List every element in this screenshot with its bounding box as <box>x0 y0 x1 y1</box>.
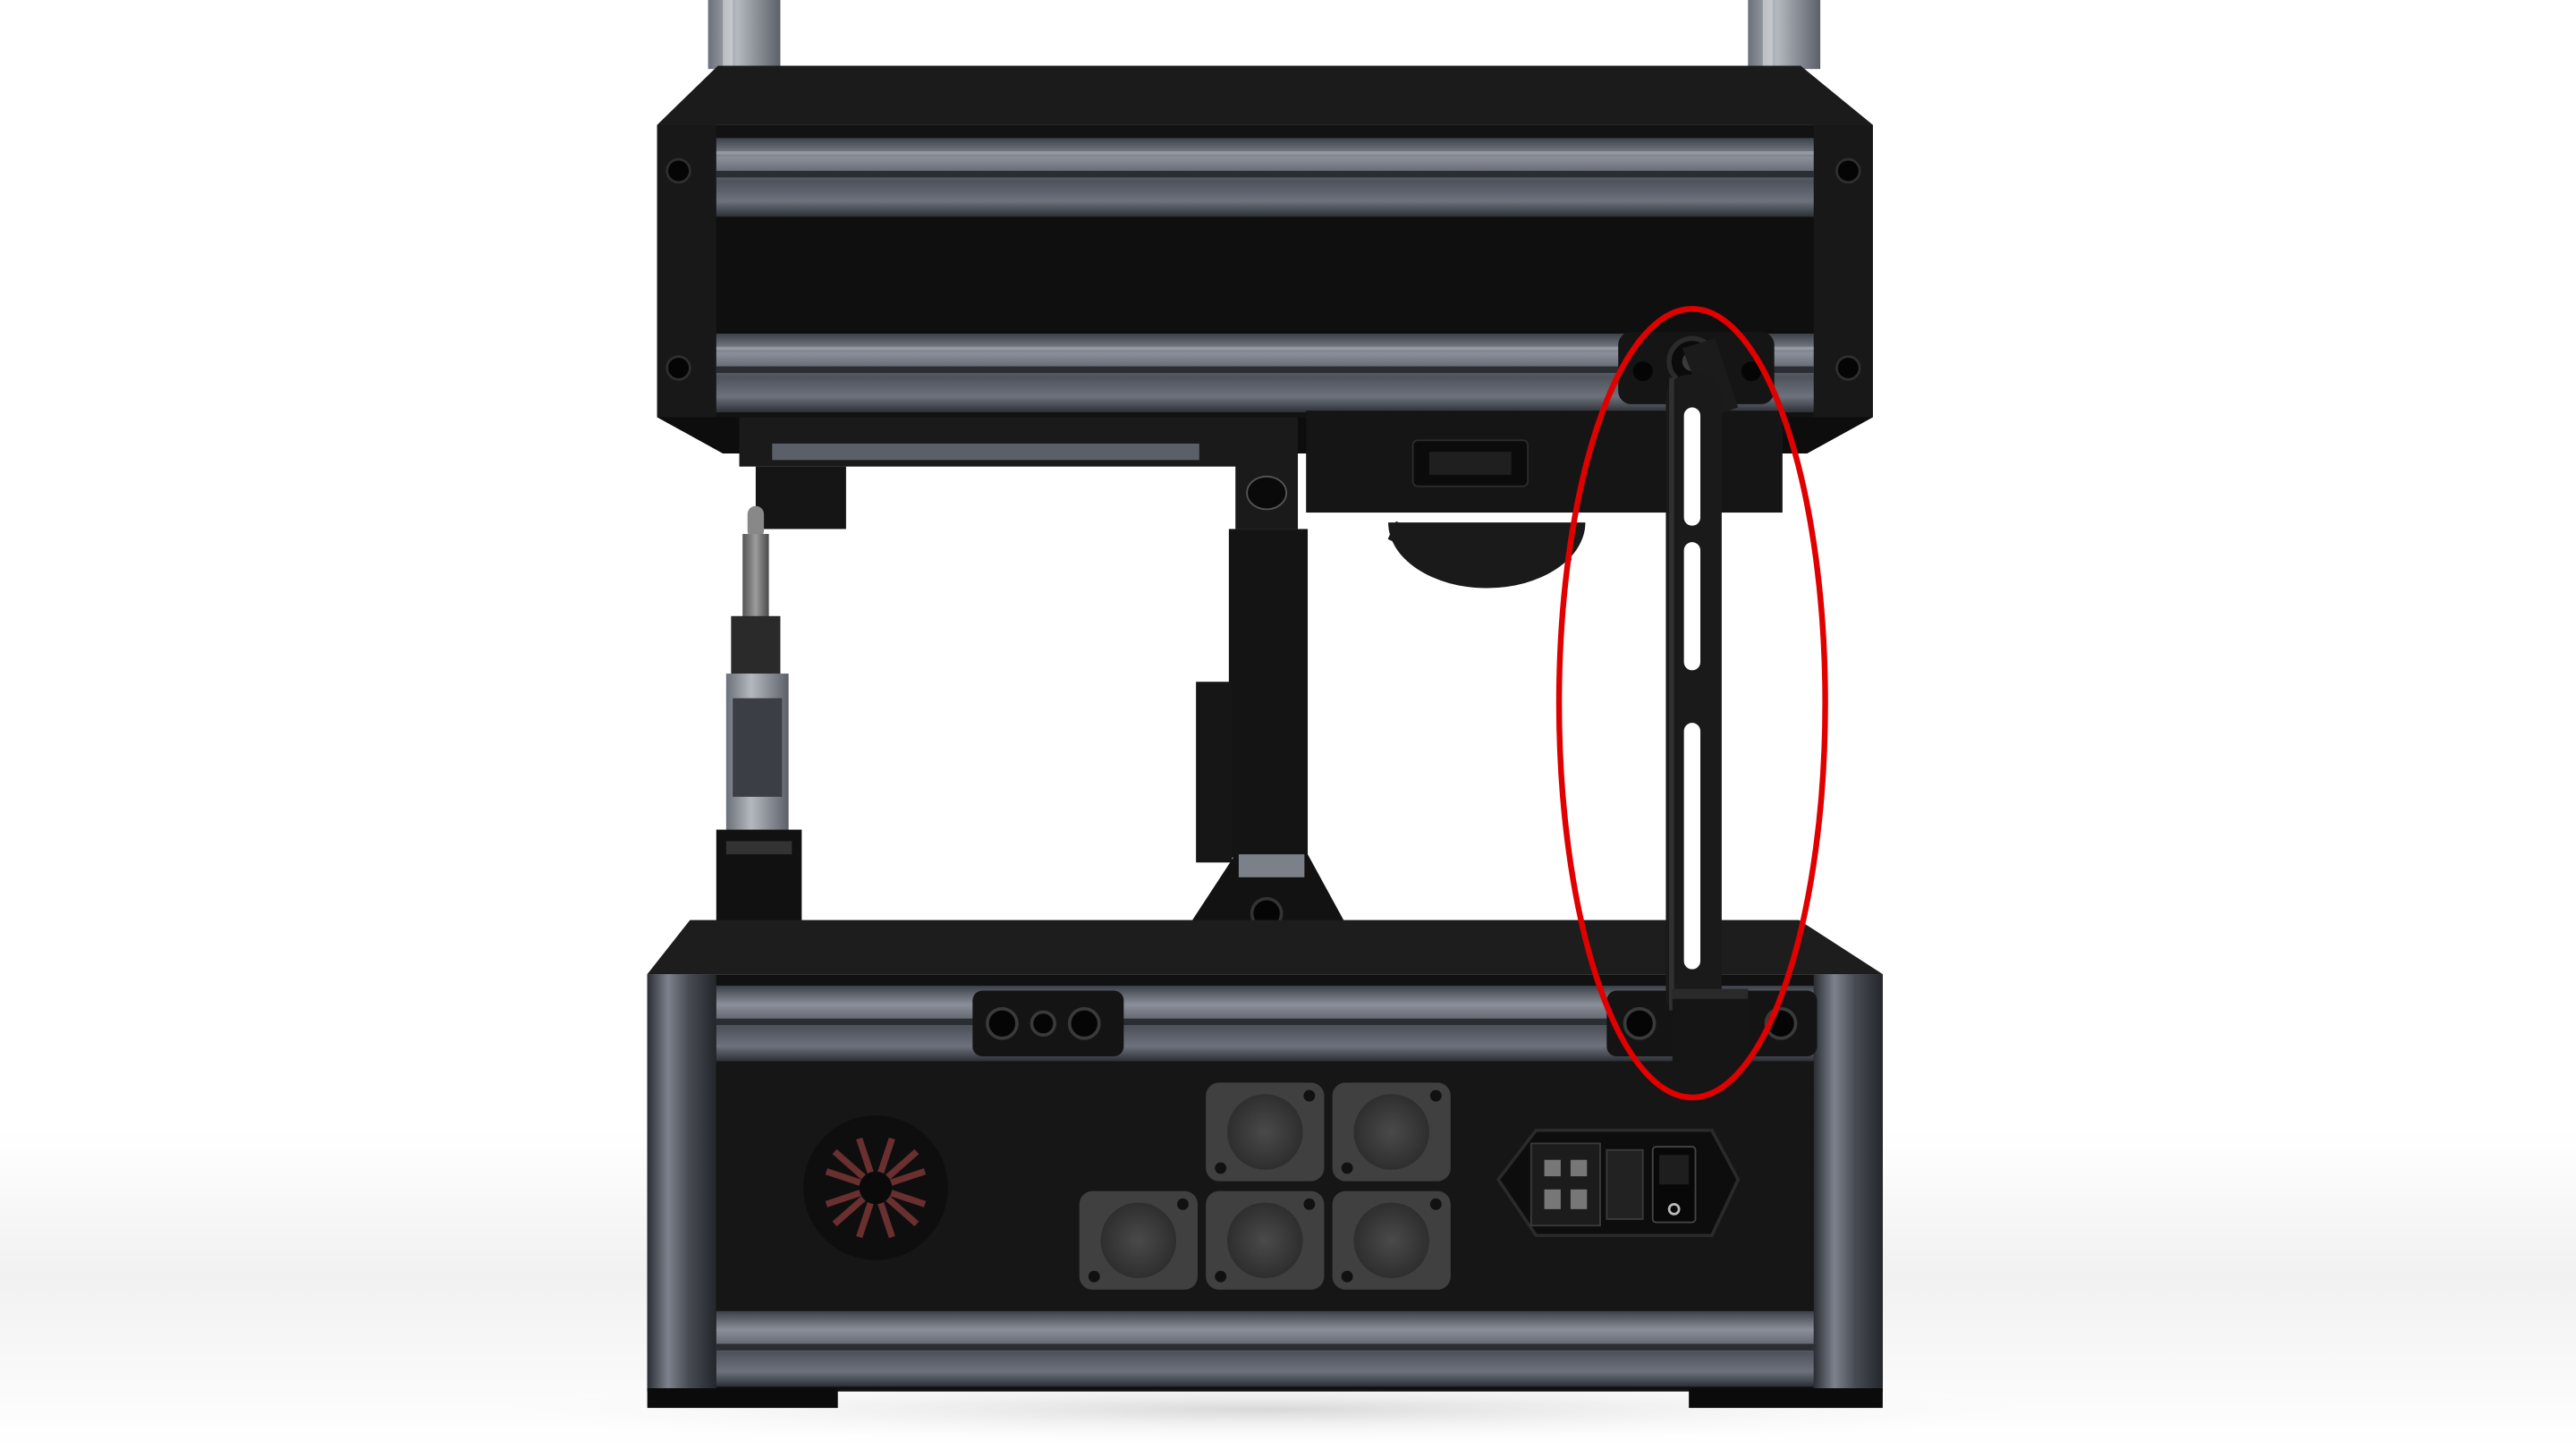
rail-clamp <box>972 990 1124 1057</box>
fan-grille-icon <box>803 1115 948 1260</box>
xlr-port-icon <box>1206 1191 1325 1290</box>
gear <box>1387 521 1586 589</box>
under-carriage <box>739 411 1783 589</box>
xlr-port-icon <box>1332 1082 1451 1182</box>
power-inlet-icon <box>1530 1142 1601 1227</box>
highlight-ellipse <box>1555 306 1828 1101</box>
power-module <box>1496 1128 1741 1238</box>
xlr-port-icon <box>1079 1191 1198 1290</box>
center-column <box>1176 462 1358 945</box>
top-posts <box>708 0 1821 70</box>
xlr-port-icon <box>1206 1082 1325 1182</box>
xlr-port-icon <box>1332 1191 1451 1290</box>
xlr-ports <box>1079 1082 1451 1290</box>
left-actuator <box>716 505 802 945</box>
power-switch-icon <box>1651 1146 1697 1224</box>
linkage-arm <box>1618 332 1775 1062</box>
